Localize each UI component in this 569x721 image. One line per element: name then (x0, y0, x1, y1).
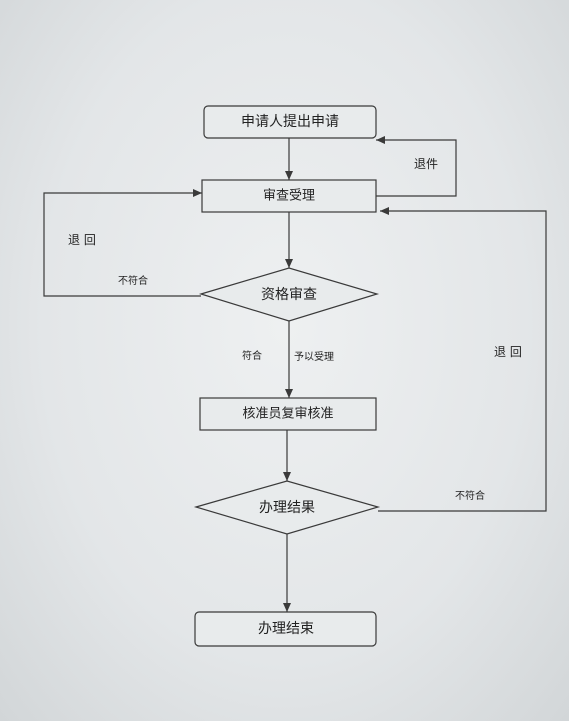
not-match-left-label: 不符合 (118, 276, 148, 287)
edge-return-right (378, 207, 547, 512)
end-box (194, 611, 377, 647)
result-diamond (193, 480, 381, 535)
edge-return-left (43, 189, 202, 297)
result-label: 办理结果 (259, 500, 315, 516)
review-label: 审查受理 (262, 188, 316, 204)
return-doc-label: 退件 (414, 157, 439, 171)
not-match-right-label: 不符合 (455, 491, 485, 502)
return-left-label: 退 回 (68, 233, 96, 247)
approve-box (199, 397, 377, 431)
match-label: 符合 (242, 351, 262, 362)
approve-label: 核准员复审核准 (242, 406, 334, 422)
edge-return-doc (376, 136, 457, 197)
apply-box (203, 105, 377, 139)
return-right-label: 退 回 (494, 345, 522, 359)
review-box (201, 179, 377, 213)
accept-label: 予以受理 (294, 352, 334, 363)
qualify-label: 资格审查 (261, 287, 317, 303)
qualify-diamond (198, 267, 380, 322)
apply-label: 申请人提出申请 (241, 114, 339, 130)
end-label: 办理结束 (258, 621, 314, 637)
